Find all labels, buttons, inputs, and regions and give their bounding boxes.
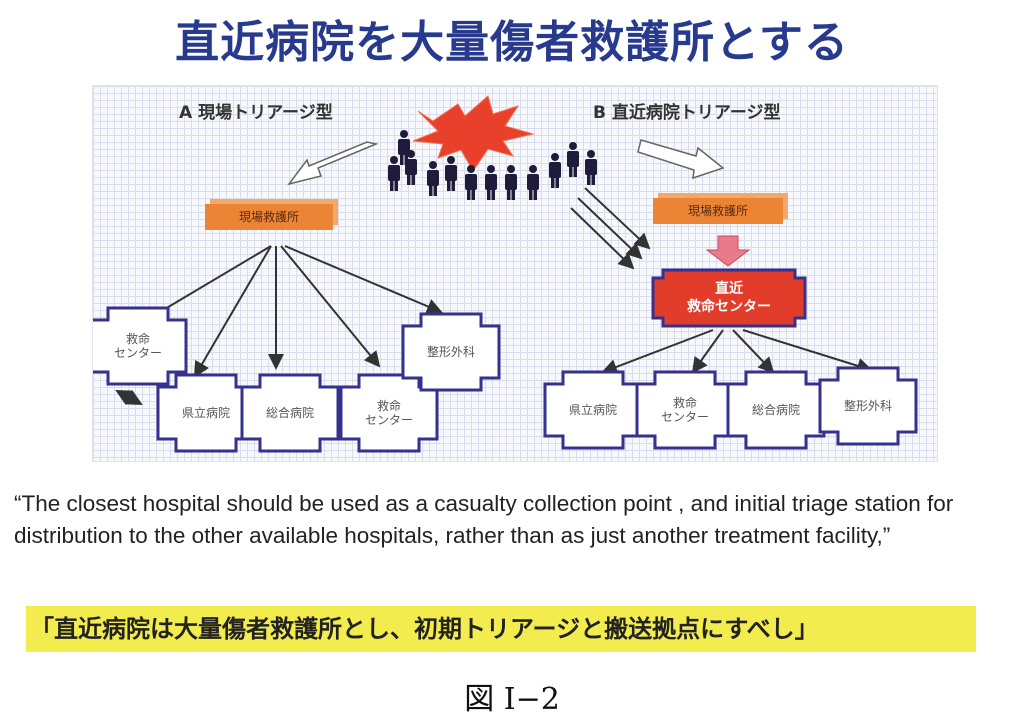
hospital-b-4-label: 整形外科: [843, 399, 892, 413]
down-arrow-b: [705, 235, 751, 267]
highlighted-conclusion: 「直近病院は大量傷者救護所とし、初期トリアージと搬送拠点にすべし」: [26, 606, 976, 652]
hospital-a-1-label: 救命 センター: [113, 332, 162, 360]
hospital-b-1-label: 県立病院: [568, 403, 617, 417]
arrow-to-field-b: [637, 139, 725, 180]
explosion-icon: [412, 95, 535, 172]
hospital-a-2-label: 県立病院: [181, 406, 230, 420]
arrow-to-field-a: [287, 141, 379, 186]
diagram-graphics: [93, 95, 918, 453]
figure-label: 図 I−2: [464, 682, 560, 717]
field-station-b: 現場救護所: [653, 198, 783, 224]
field-station-a: 現場救護所: [205, 204, 333, 230]
triage-diagram: A 現場トリアージ型 B 直近病院トリアージ型 現場救護所 現場救護所 救命 セ…: [92, 85, 938, 462]
hospital-b-2-label: 救命 センター: [660, 396, 709, 424]
hospital-a-3-label: 総合病院: [265, 406, 314, 420]
page-title: 直近病院を大量傷者救護所とする: [175, 17, 849, 68]
nearest-center-label: 直近 救命センター: [687, 281, 771, 315]
hospital-b-3-label: 総合病院: [751, 403, 800, 417]
hospital-a-5-label: 整形外科: [426, 345, 475, 359]
nearest-center-shape: [651, 268, 807, 328]
hospital-a-4-label: 救命 センター: [364, 399, 413, 427]
english-quote: “The closest hospital should be used as …: [14, 491, 954, 548]
model-b-label: B 直近病院トリアージ型: [593, 103, 781, 123]
model-a-label: A 現場トリアージ型: [179, 103, 333, 123]
